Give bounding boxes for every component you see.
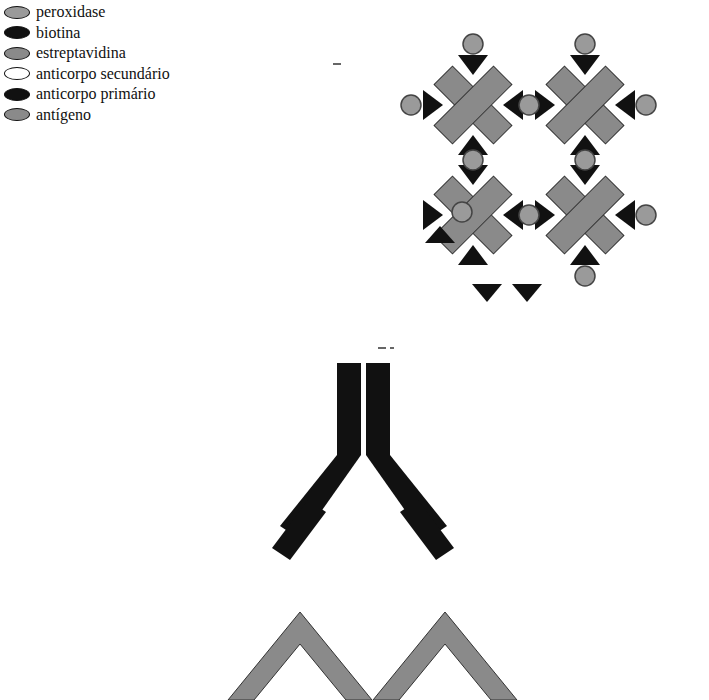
biotin-triangle: [425, 226, 455, 243]
legend-swatch: [4, 88, 30, 101]
legend-row: anticorpo primário: [4, 84, 170, 105]
secondary-antibody: [272, 363, 454, 560]
legend-swatch: [4, 47, 30, 60]
legend-row: antígeno: [4, 105, 170, 126]
legend-row: biotina: [4, 23, 170, 44]
legend-text: antígeno: [36, 106, 91, 124]
legend-text: anticorpo primário: [36, 85, 156, 103]
legend-text: anticorpo secundário: [36, 65, 170, 83]
legend-swatch: [4, 26, 30, 39]
legend-text: biotina: [36, 24, 80, 42]
free-biotin: [472, 284, 542, 302]
legend-text: peroxidase: [36, 3, 105, 21]
legend: peroxidase biotina estreptavidina anticorpo…: [4, 2, 170, 125]
legend-row: peroxidase: [4, 2, 170, 23]
primary-antibody: [228, 612, 517, 700]
legend-text: estreptavidina: [36, 44, 126, 62]
streptavidin-complex: [423, 55, 635, 265]
legend-swatch: [4, 108, 30, 121]
legend-row: estreptavidina: [4, 43, 170, 64]
legend-swatch: [4, 6, 30, 19]
legend-row: anticorpo secundário: [4, 64, 170, 85]
legend-swatch: [4, 67, 30, 80]
peroxidase-dots: [401, 34, 656, 286]
dash-marks: [333, 64, 394, 348]
